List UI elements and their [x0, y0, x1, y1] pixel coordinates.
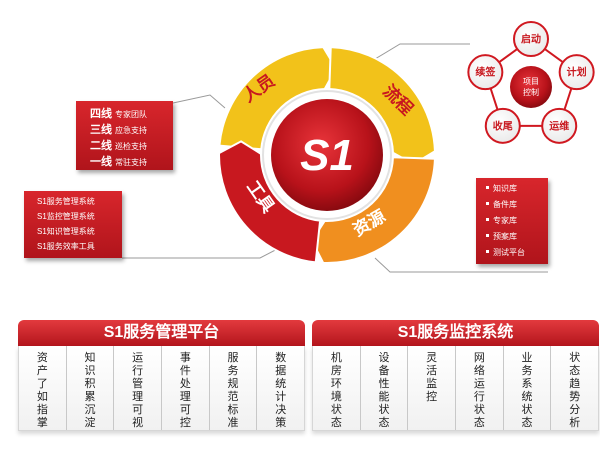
- feature-label: 运行管理可视: [132, 352, 144, 429]
- resource-item: 专家库: [486, 215, 548, 231]
- service-management-panel: S1服务管理平台 资产了如指掌 知识积累沉淀 运行管理可视 事件处理可控 服务规…: [18, 320, 305, 432]
- process-step-label: 续签: [475, 66, 496, 79]
- tool-item: S1服务管理系统: [37, 197, 95, 206]
- cycle-ring: [218, 46, 436, 264]
- feature-cell: 服务规范标准: [210, 346, 258, 430]
- tool-item: S1服务效率工具: [37, 242, 95, 251]
- feature-label: 网络运行状态: [473, 352, 485, 429]
- panel-title: S1服务监控系统: [312, 320, 599, 346]
- center-label: S1: [300, 131, 354, 180]
- feature-cell: 事件处理可控: [162, 346, 210, 430]
- process-step-node: [467, 54, 504, 91]
- panel-items: 资产了如指掌 知识积累沉淀 运行管理可视 事件处理可控 服务规范标准 数据统计决…: [18, 346, 305, 431]
- feature-cell: 机房环境状态: [313, 346, 361, 430]
- service-monitoring-panel: S1服务监控系统 机房环境状态 设备性能状态 灵活监控 网络运行状态 业务系统状…: [312, 320, 599, 432]
- resource-label: 知识库: [493, 184, 517, 193]
- process-center-node: [510, 66, 552, 108]
- panel-title: S1服务管理平台: [18, 320, 305, 346]
- feature-cell: 设备性能状态: [361, 346, 409, 430]
- center-disc: [271, 99, 383, 211]
- feature-label: 设备性能状态: [378, 352, 390, 429]
- ring-segment-process: [328, 46, 436, 166]
- resource-label: 备件库: [493, 200, 517, 209]
- bullet-icon: [486, 202, 489, 205]
- tier-name: 一线: [90, 156, 112, 168]
- resource-label: 专家库: [493, 216, 517, 225]
- bullet-icon: [486, 234, 489, 237]
- feature-cell: 资产了如指掌: [19, 346, 67, 430]
- bullet-icon: [486, 218, 489, 221]
- tier-row: 二线巡检支持: [90, 137, 173, 153]
- process-step-node: [513, 21, 549, 57]
- resource-item: 预案库: [486, 231, 548, 247]
- resources-box: 知识库 备件库 专家库 预案库 测试平台: [476, 178, 548, 264]
- resource-label: 预案库: [493, 232, 517, 241]
- feature-cell: 网络运行状态: [456, 346, 504, 430]
- tier-desc: 专家团队: [115, 110, 147, 119]
- feature-label: 状态趋势分析: [569, 352, 581, 429]
- resource-item: 备件库: [486, 199, 548, 215]
- bullet-icon: [486, 186, 489, 189]
- ring-segment-tools: [218, 140, 322, 264]
- feature-cell: 数据统计决策: [257, 346, 304, 430]
- feature-cell: 运行管理可视: [114, 346, 163, 430]
- tier-name: 四线: [90, 108, 112, 120]
- process-step-label: 启动: [521, 33, 541, 46]
- tier-row: 三线应急支持: [90, 121, 173, 137]
- resource-item: 知识库: [486, 183, 548, 199]
- feature-cell: 状态趋势分析: [551, 346, 598, 430]
- feature-cell: 知识积累沉淀: [67, 346, 115, 430]
- resource-item: 测试平台: [486, 247, 548, 263]
- feature-label: 机房环境状态: [330, 352, 342, 429]
- tool-item: S1监控管理系统: [37, 212, 95, 221]
- feature-label: 数据统计决策: [275, 352, 287, 429]
- process-step-label: 运维: [549, 119, 569, 132]
- feature-cell: 业务系统状态: [504, 346, 552, 430]
- process-step-label: 计划: [567, 66, 587, 79]
- tier-name: 二线: [90, 140, 112, 152]
- process-step-node: [484, 107, 521, 144]
- tier-desc: 应急支持: [115, 126, 147, 135]
- process-center-label-1: 项目: [523, 77, 539, 86]
- tier-name: 三线: [90, 124, 112, 136]
- panel-items: 机房环境状态 设备性能状态 灵活监控 网络运行状态 业务系统状态 状态趋势分析: [312, 346, 599, 431]
- feature-label: 知识积累沉淀: [84, 352, 96, 429]
- tool-item: S1知识管理系统: [37, 227, 95, 236]
- feature-label: 事件处理可控: [179, 352, 191, 429]
- feature-label: 资产了如指掌: [36, 352, 48, 429]
- resource-label: 测试平台: [493, 248, 525, 257]
- tier-desc: 常驻支持: [115, 158, 147, 167]
- ring-segment-personnel: [218, 46, 338, 151]
- process-step-node: [541, 107, 578, 144]
- feature-label: 服务规范标准: [227, 352, 239, 429]
- feature-label: 业务系统状态: [521, 352, 533, 429]
- tier-row: 四线专家团队: [90, 105, 173, 121]
- feature-cell: 灵活监控: [408, 346, 457, 430]
- personnel-tiers-box: 四线专家团队 三线应急支持 二线巡检支持 一线常驻支持: [76, 101, 173, 170]
- process-center-label-2: 控制: [523, 87, 539, 97]
- tools-systems-box: S1服务管理系统 S1监控管理系统 S1知识管理系统 S1服务效率工具: [24, 191, 122, 258]
- ring-segment-resources: [310, 156, 436, 264]
- bullet-icon: [486, 250, 489, 253]
- process-step-node: [558, 54, 595, 91]
- process-step-label: 收尾: [493, 119, 513, 132]
- tier-desc: 巡检支持: [115, 142, 147, 151]
- tier-row: 一线常驻支持: [90, 153, 173, 169]
- feature-label: 灵活监控: [426, 352, 438, 403]
